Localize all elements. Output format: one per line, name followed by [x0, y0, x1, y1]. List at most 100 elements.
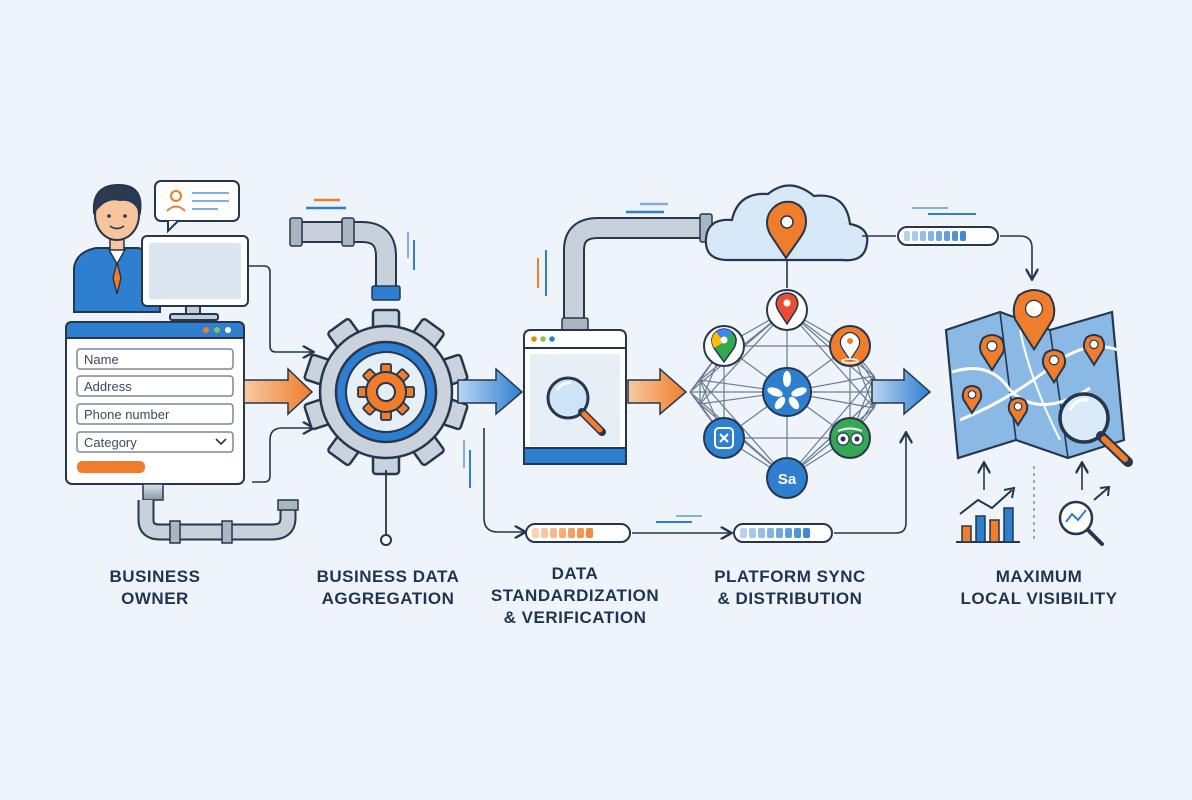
- stage-label-line: BUSINESS: [109, 567, 201, 586]
- network-link: [689, 379, 701, 393]
- progress-segment: [586, 528, 593, 538]
- stage-label-aggregation: BUSINESS DATA AGGREGATION: [303, 566, 473, 610]
- google-maps-icon: [703, 325, 745, 367]
- progress-segment: [904, 231, 910, 241]
- progress-segment: [936, 231, 942, 241]
- verification-window: [523, 329, 627, 465]
- network-link: [786, 375, 875, 479]
- standardization-stage: [483, 202, 713, 532]
- progress-segment: [785, 528, 792, 538]
- progress-bar-blue: [733, 523, 833, 543]
- stage-label-business-owner: BUSINESS OWNER: [95, 566, 215, 610]
- map-pin-icon: [961, 385, 983, 415]
- network-link: [699, 309, 788, 405]
- stage-label-line: LOCAL VISIBILITY: [960, 589, 1118, 608]
- profile-card-icon: [154, 180, 240, 234]
- network-link: [699, 379, 788, 479]
- connector-line: [252, 428, 312, 483]
- progress-segment: [559, 528, 566, 538]
- stage-label-line: STANDARDIZATION: [490, 586, 660, 605]
- map-pin-icon: [1007, 397, 1029, 427]
- platform-sync-stage: Sa: [689, 184, 881, 499]
- progress-segment: [928, 231, 934, 241]
- visibility-stage: [944, 289, 1133, 546]
- stage-label-line: & VERIFICATION: [503, 608, 647, 627]
- progress-segment: [920, 231, 926, 241]
- monitor-icon: [141, 235, 249, 321]
- gear-icon: [303, 308, 469, 476]
- map-pin-icon: [1012, 289, 1056, 352]
- trend-magnifier-icon: [1058, 485, 1111, 546]
- stage-label-visibility: MAXIMUM LOCAL VISIBILITY: [944, 566, 1134, 610]
- name-field-label: Name: [84, 352, 119, 367]
- progress-segment: [960, 231, 966, 241]
- map-pin-icon: [979, 334, 1005, 372]
- stage-label-line: DATA: [551, 564, 599, 583]
- category-select[interactable]: Category: [76, 431, 234, 453]
- bottom-pipe: [137, 483, 299, 544]
- stage-label-line: PLATFORM SYNC: [714, 567, 866, 586]
- flow-arrow-icon: [243, 367, 314, 416]
- progress-segment: [794, 528, 801, 538]
- flow-arrow-icon: [627, 367, 688, 416]
- stage-label-line: MAXIMUM: [995, 567, 1083, 586]
- map-pin-node-icon: [829, 325, 871, 367]
- bar-chart-icon: [956, 486, 1020, 543]
- platform-badge-icon: Sa: [766, 457, 808, 499]
- progress-segment: [758, 528, 765, 538]
- magnifier-icon: [546, 376, 606, 436]
- connector-line: [834, 434, 906, 534]
- progress-segment: [776, 528, 783, 538]
- progress-segment: [550, 528, 557, 538]
- progress-segment: [740, 528, 747, 538]
- map-pin-icon: [1041, 349, 1067, 385]
- stage-label-line: AGGREGATION: [321, 589, 455, 608]
- magnifier-icon: [1058, 392, 1133, 467]
- location-pin-node-icon: [766, 289, 808, 331]
- stage-label-standardization: DATA STANDARDIZATION & VERIFICATION: [480, 563, 670, 629]
- business-form-window: Name Address Phone number Category: [65, 321, 245, 485]
- connector-line: [248, 265, 312, 352]
- map-pin-icon: [766, 200, 808, 260]
- name-field[interactable]: Name: [76, 348, 234, 370]
- aggregation-stage: [289, 198, 471, 546]
- connector-line: [1000, 235, 1032, 278]
- yelp-icon: [762, 367, 812, 417]
- progress-bar-top: [897, 226, 999, 246]
- map-pin-icon: [1082, 334, 1106, 367]
- phone-number-field[interactable]: Phone number: [76, 403, 234, 425]
- progress-segment: [568, 528, 575, 538]
- progress-segment: [577, 528, 584, 538]
- progress-segment: [944, 231, 950, 241]
- address-field[interactable]: Address: [76, 375, 234, 397]
- business-owner-stage: Name Address Phone number Category: [65, 180, 299, 544]
- submit-button[interactable]: [77, 461, 145, 473]
- address-field-label: Address: [84, 379, 132, 394]
- progress-segment: [749, 528, 756, 538]
- pipe-icon: [537, 202, 713, 331]
- flow-arrow-icon: [871, 367, 932, 416]
- waze-icon: [703, 417, 745, 459]
- platform-badge-text: Sa: [778, 471, 797, 488]
- progress-segment: [952, 231, 958, 241]
- progress-segment: [541, 528, 548, 538]
- chevron-down-icon: [215, 438, 227, 446]
- flow-arrow-icon: [457, 367, 524, 416]
- stage-label-platform-sync: PLATFORM SYNC & DISTRIBUTION: [700, 566, 880, 610]
- person-icon: [73, 183, 161, 313]
- progress-segment: [803, 528, 810, 538]
- progress-segment: [912, 231, 918, 241]
- category-select-label: Category: [84, 435, 137, 450]
- pipe-icon: [289, 198, 415, 301]
- phone-number-field-label: Phone number: [84, 407, 170, 422]
- network-link: [689, 391, 701, 405]
- progress-segment: [532, 528, 539, 538]
- stage-label-line: OWNER: [121, 589, 189, 608]
- stage-label-line: & DISTRIBUTION: [717, 589, 863, 608]
- progress-bar-orange: [525, 523, 631, 543]
- tripadvisor-icon: [829, 417, 871, 459]
- progress-segment: [767, 528, 774, 538]
- stage-label-line: BUSINESS DATA: [316, 567, 460, 586]
- gear-stem-end: [380, 534, 392, 546]
